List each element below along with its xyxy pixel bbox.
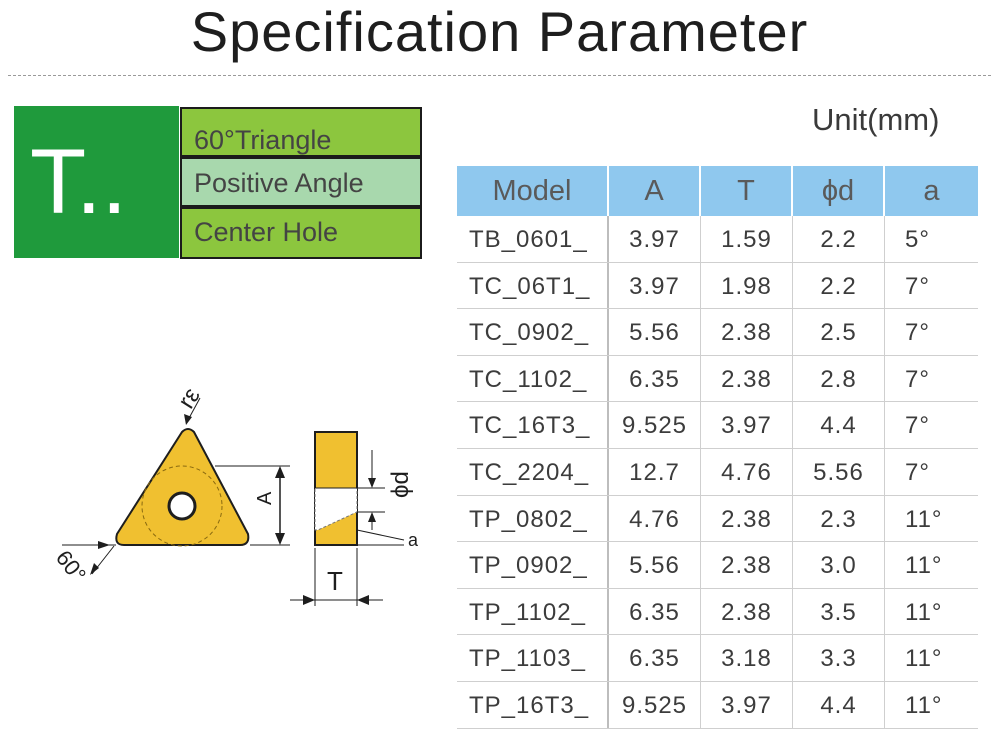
cell-t: 3.97	[701, 681, 793, 728]
cell-a: 6.35	[609, 635, 701, 681]
cell-phi-d: 2.5	[793, 309, 885, 355]
cell-phi-d: 2.3	[793, 495, 885, 542]
feature-shape: 60°Triangle	[180, 107, 422, 157]
cell-angle: 11°	[905, 598, 943, 626]
thickness-label: T	[327, 566, 343, 596]
cell-angle: 11°	[905, 691, 943, 719]
header-t: T	[701, 166, 793, 216]
cell-a: 6.35	[609, 355, 701, 402]
radius-label: rε	[173, 383, 206, 413]
cell-a: 5.56	[609, 309, 701, 355]
cell-model: TP_16T3_	[457, 681, 609, 728]
cell-phi-d: 4.4	[793, 402, 885, 448]
cell-angle: 11°	[905, 552, 943, 580]
cell-t: 2.38	[701, 588, 793, 635]
clearance-angle-label: a	[408, 530, 419, 550]
header-phi-d: ϕd	[793, 166, 885, 216]
cell-a: 5.56	[609, 542, 701, 588]
cell-phi-d: 5.56	[793, 448, 885, 495]
cell-phi-d: 2.2	[793, 262, 885, 309]
cell-model: TC_16T3_	[457, 402, 609, 448]
cell-t: 2.38	[701, 355, 793, 402]
cell-model: TP_1103_	[457, 635, 609, 681]
header-model: Model	[457, 166, 609, 216]
cell-angle: 7°	[905, 272, 930, 300]
cell-a: 3.97	[609, 216, 701, 262]
cell-model: TP_1102_	[457, 588, 609, 635]
cell-phi-d: 2.2	[793, 216, 885, 262]
cell-t: 2.38	[701, 495, 793, 542]
cell-a: 12.7	[609, 448, 701, 495]
center-hole	[167, 491, 197, 521]
page-title: Specification Parameter	[190, 0, 809, 63]
cell-t: 2.38	[701, 309, 793, 355]
hole-diameter-label: ϕd	[387, 471, 414, 498]
cell-phi-d: 4.4	[793, 681, 885, 728]
cell-t: 3.97	[701, 402, 793, 448]
insert-drawing: A rε 60° ϕd a T	[51, 383, 419, 606]
cell-a: 9.525	[609, 402, 701, 448]
title-divider	[8, 75, 991, 76]
cell-angle: 11°	[905, 645, 943, 673]
cell-angle: 7°	[905, 458, 930, 486]
cell-t: 2.38	[701, 542, 793, 588]
cell-phi-d: 3.0	[793, 542, 885, 588]
feature-hole: Center Hole	[180, 207, 422, 259]
feature-angle: Positive Angle	[180, 157, 422, 207]
cell-phi-d: 3.5	[793, 588, 885, 635]
cell-model: TB_0601_	[457, 216, 609, 262]
cell-angle: 7°	[905, 319, 930, 347]
cell-angle: 5°	[905, 226, 930, 253]
cell-model: TC_1102_	[457, 355, 609, 402]
header-angle: a	[923, 175, 940, 207]
cell-model: TP_0902_	[457, 542, 609, 588]
cell-a: 4.76	[609, 495, 701, 542]
cell-model: TC_0902_	[457, 309, 609, 355]
cell-model: TP_0802_	[457, 495, 609, 542]
triangle-insert	[115, 428, 250, 546]
insert-type-block	[14, 106, 179, 258]
cell-angle: 11°	[905, 505, 943, 533]
cell-t: 3.18	[701, 635, 793, 681]
cell-a: 9.525	[609, 681, 701, 728]
table-header: Model A T ϕd a	[457, 166, 978, 216]
cell-t: 1.59	[701, 216, 793, 262]
cell-t: 4.76	[701, 448, 793, 495]
insert-type-code: T..	[30, 131, 128, 233]
cell-phi-d: 2.8	[793, 355, 885, 402]
cell-a: 3.97	[609, 262, 701, 309]
cell-model: TC_2204_	[457, 448, 609, 495]
cell-phi-d: 3.3	[793, 635, 885, 681]
side-dimension-label: A	[254, 491, 276, 505]
cell-model: TC_06T1_	[457, 262, 609, 309]
cell-angle: 7°	[905, 365, 930, 393]
unit-label: Unit(mm)	[812, 102, 940, 137]
inscribed-circle	[141, 465, 223, 547]
header-a: A	[609, 166, 701, 216]
cell-t: 1.98	[701, 262, 793, 309]
cell-a: 6.35	[609, 588, 701, 635]
cell-angle: 7°	[905, 412, 930, 440]
angle-label: 60°	[51, 545, 91, 587]
